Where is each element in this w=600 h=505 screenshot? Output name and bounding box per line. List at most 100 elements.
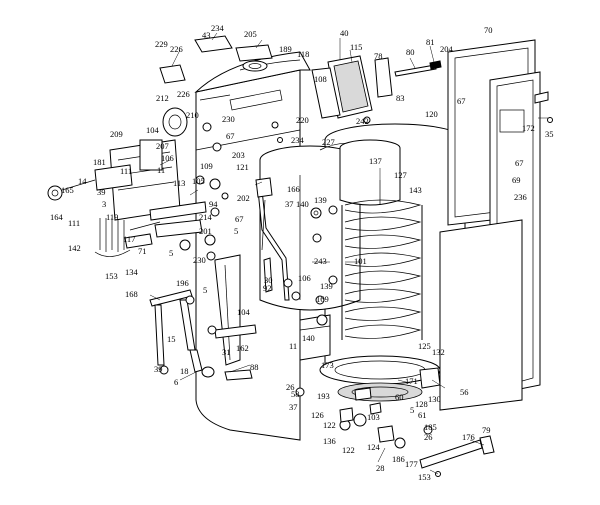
part-number-label: 11 <box>157 165 165 175</box>
part-number-label: 30 <box>264 275 273 285</box>
part-number-label: 234 <box>211 23 225 33</box>
part-number-label: 28 <box>376 463 385 473</box>
back-panel <box>439 219 523 411</box>
part-number-label: 6 <box>174 377 178 387</box>
part-number-label: 111 <box>120 166 132 176</box>
part-number-label: 236 <box>514 192 527 202</box>
part-number-label: 153 <box>418 472 431 482</box>
part-number-label: 39 <box>97 187 106 197</box>
part-number-label: 31 <box>222 347 231 357</box>
part-number-label: 196 <box>176 278 189 288</box>
part-number-label: 164 <box>50 212 64 222</box>
part-number-label: 88 <box>250 362 259 372</box>
part-number-label: 26 <box>286 382 295 392</box>
part-number-label: 124 <box>367 442 381 452</box>
leader-lines <box>149 32 548 475</box>
part-number-label: 130 <box>428 394 441 404</box>
part-number-label: 67 <box>515 158 524 168</box>
part-number-label: 104 <box>237 307 251 317</box>
part-number-label: 134 <box>125 267 139 277</box>
part-number-label: 35 <box>545 129 554 139</box>
part-number-label: 128 <box>415 399 428 409</box>
part-number-label: 243 <box>314 256 327 266</box>
part-number-label: 67 <box>226 131 235 141</box>
part-number-label: 171 <box>405 376 418 386</box>
part-number-label: 212 <box>156 93 169 103</box>
part-number-label: 71 <box>138 246 147 256</box>
part-number-label: 83 <box>396 93 405 103</box>
inner-cylinder <box>339 139 401 206</box>
part-number-label: 166 <box>287 184 300 194</box>
part-number-label: 37 <box>289 402 298 412</box>
part-number-label: 26 <box>424 432 433 442</box>
part-number-label: 201 <box>199 226 212 236</box>
part-number-label: 58 <box>291 389 300 399</box>
part-number-label: 11 <box>289 341 297 351</box>
part-number-label: 94 <box>209 199 218 209</box>
insulation-block <box>311 55 373 119</box>
heat-exchanger-coil <box>341 180 423 340</box>
part-number-label: 140 <box>296 199 309 209</box>
part-number-label: 140 <box>302 333 315 343</box>
part-number-label: 108 <box>314 74 327 84</box>
part-number-label: 67 <box>235 214 244 224</box>
part-number-label: 39 <box>154 364 163 374</box>
part-number-label: 176 <box>462 432 475 442</box>
part-number-label: 181 <box>93 157 106 167</box>
part-number-label: 204 <box>440 44 454 54</box>
part-number-label: 220 <box>296 115 309 125</box>
part-number-label: 103 <box>367 412 380 422</box>
part-number-label: 168 <box>125 289 138 299</box>
part-number-label: 56 <box>460 387 469 397</box>
part-number-label: 15 <box>167 334 176 344</box>
part-number-label: 60 <box>395 392 404 402</box>
part-number-label: 230 <box>193 255 206 265</box>
part-number-label: 78 <box>374 51 383 61</box>
part-number-label: 80 <box>406 47 415 57</box>
part-number-label: 139 <box>314 195 327 205</box>
small-fittings <box>159 116 553 477</box>
part-number-label: 92 <box>263 283 272 293</box>
part-number-label: 105 <box>192 176 205 186</box>
part-number-label: 69 <box>512 175 521 185</box>
part-number-label: 186 <box>392 454 405 464</box>
part-number-label: 119 <box>106 212 118 222</box>
part-number-label: 79 <box>482 425 491 435</box>
part-number-label: 106 <box>298 273 311 283</box>
part-number-label: 14 <box>78 176 87 186</box>
top-fittings <box>159 35 273 84</box>
part-number-label: 226 <box>177 89 190 99</box>
part-number-label: 81 <box>426 37 435 47</box>
part-number-label: 115 <box>350 42 362 52</box>
part-number-label: 106 <box>161 153 174 163</box>
part-number-label: 173 <box>321 360 334 370</box>
part-number-label: 117 <box>123 234 135 244</box>
thermocouple-group <box>94 218 161 257</box>
part-number-label: 104 <box>146 125 160 135</box>
part-number-label: 67 <box>457 96 466 106</box>
part-number-label: 230 <box>222 114 235 124</box>
part-number-label: 5 <box>169 248 173 258</box>
part-number-label: 40 <box>340 28 349 38</box>
part-number-label: 227 <box>322 137 335 147</box>
part-number-label: 121 <box>236 162 249 172</box>
part-number-label: 70 <box>484 25 493 35</box>
part-number-label: 207 <box>156 141 169 151</box>
part-number-label: 169 <box>316 294 329 304</box>
part-number-label: 209 <box>110 129 123 139</box>
part-number-label: 101 <box>354 256 367 266</box>
pipework-left <box>149 254 257 381</box>
part-number-label: 193 <box>317 391 330 401</box>
part-number-label: 172 <box>522 123 535 133</box>
part-number-label: 185 <box>424 422 437 432</box>
part-number-label: 203 <box>232 150 245 160</box>
part-number-label: 136 <box>323 436 336 446</box>
part-number-label: 118 <box>297 49 309 59</box>
part-number-label: 5 <box>203 285 207 295</box>
part-number-label: 162 <box>236 343 249 353</box>
part-number-label: 210 <box>186 110 199 120</box>
part-number-label: 113 <box>173 178 185 188</box>
part-number-label: 177 <box>405 459 418 469</box>
